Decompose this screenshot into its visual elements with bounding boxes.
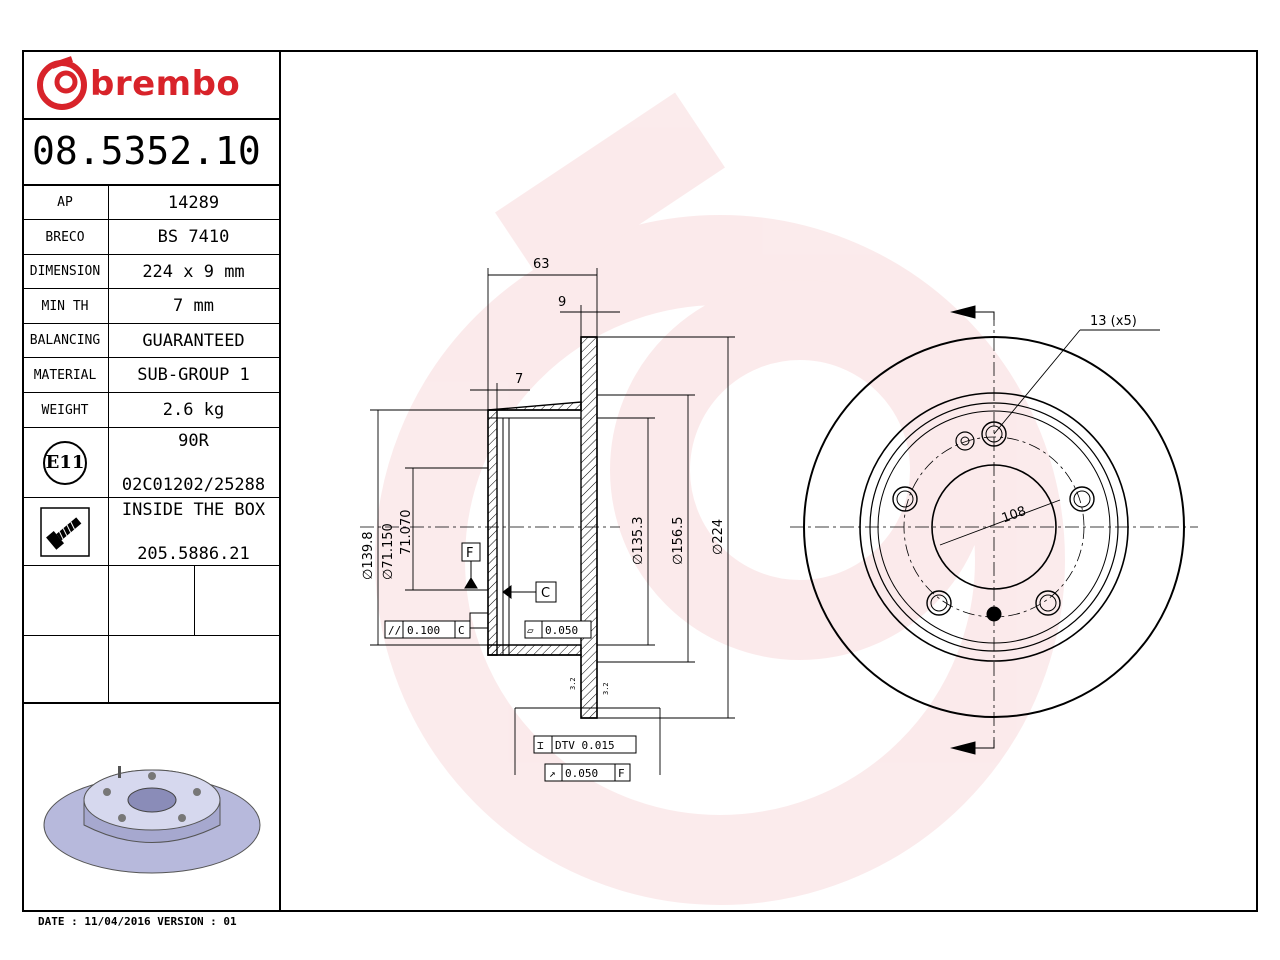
spec-key: MIN TH [22,289,109,323]
spec-row-breco: BRECO BS 7410 [22,220,279,255]
approval-row: E11 90R 02C01202/25288 [22,428,279,498]
dim-63: 63 [533,257,550,272]
dtv: DTV 0.015 [555,739,615,752]
ra1: 3.2 [569,677,577,690]
spec-row-dimension: DIMENSION 224 x 9 mm [22,255,279,289]
runout-symbol: ↗ [549,767,556,780]
footer-date: DATE : 11/04/2016 VERSION : 01 [38,915,237,928]
thickness-symbol: ⌶ [537,739,544,752]
part-number: 08.5352.10 [22,118,279,186]
datum-c: C [541,586,550,601]
spec-key: MATERIAL [22,358,109,392]
spec-panel: brembo 08.5352.10 AP 14289 BRECO BS 7410… [22,50,281,912]
dimension-texts: 63 9 7 ∅139.8 ∅71.150 71.070 ∅135.3 ∅156… [361,257,726,580]
brand-logo: brembo [22,50,279,120]
ra2: 3.2 [602,682,610,695]
tol1-ref: C [458,624,465,637]
brand-name: brembo [90,64,241,104]
parallel-symbol: // [388,624,401,637]
front-view [790,305,1198,755]
datum-c-triangle [502,585,536,599]
screw-icon [40,506,90,557]
screw-line1: INSIDE THE BOX [121,499,266,520]
approval-line2: 02C01202/25288 [121,474,266,495]
spec-value: 224 x 9 mm [142,261,245,282]
tol2: 0.050 [545,624,578,637]
spec-value: 2.6 kg [162,400,225,420]
brembo-logo-icon [37,56,87,110]
runout-ref: F [618,767,625,780]
spec-key: BRECO [22,220,109,254]
spec-row-ap: AP 14289 [22,186,279,220]
flatness-symbol: ▱ [527,624,534,637]
tol1: 0.100 [407,624,440,637]
empty-row-1 [22,566,279,636]
spec-key: BALANCING [22,324,109,357]
spec-value: 7 mm [173,296,214,316]
spec-key: DIMENSION [22,255,109,288]
approval-line1: 90R [178,430,209,451]
approval-mark: E11 [43,440,87,485]
dim-7: 7 [515,372,523,387]
dim-156: ∅156.5 [671,516,686,565]
datum-f-triangle [464,561,478,589]
spec-value: GUARANTEED [142,330,245,351]
screw-row: INSIDE THE BOX 205.5886.21 [22,498,279,566]
spec-value: SUB-GROUP 1 [137,365,250,385]
dim-9: 9 [558,295,566,310]
spec-row-balancing: BALANCING GUARANTEED [22,324,279,358]
drawing-frame [22,50,1258,912]
tolerance-frames [384,620,637,782]
datum-f: F [466,546,473,561]
dim-71b: 71.070 [399,510,414,556]
dim-139: ∅139.8 [361,531,376,580]
dim-71a: ∅71.150 [381,523,396,580]
spec-row-minth: MIN TH 7 mm [22,289,279,324]
spec-value: BS 7410 [157,227,230,247]
dim-135: ∅135.3 [631,516,646,565]
spec-value: 14289 [167,192,220,213]
spec-row-weight: WEIGHT 2.6 kg [22,393,279,428]
empty-row-2 [22,636,279,704]
dim-224: ∅224 [711,519,726,555]
screw-line2: 205.5886.21 [137,543,250,564]
dimension-lines [370,268,735,775]
runout: 0.050 [565,767,598,780]
rotor-3d-image [43,766,261,874]
holes-label: 13 (x5) [1090,314,1137,329]
brembo-watermark [375,92,1065,905]
spec-key: WEIGHT [22,393,109,427]
spec-row-material: MATERIAL SUB-GROUP 1 [22,358,279,393]
spec-key: AP [22,186,109,219]
